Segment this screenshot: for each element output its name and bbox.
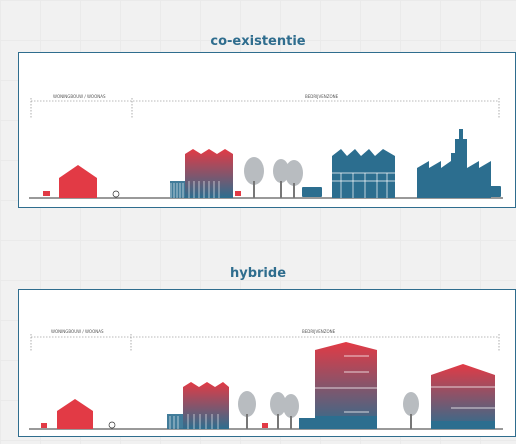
car-icon-3 <box>41 423 47 428</box>
tree-icon-4 <box>238 391 256 429</box>
tree-icon-6 <box>283 394 299 429</box>
tree-icon-7 <box>403 392 419 429</box>
panel-title-coexistentie: co-existentie <box>210 34 306 49</box>
tree-icon-3 <box>285 160 303 198</box>
mixed-sawtooth-building-icon-2 <box>167 382 229 429</box>
hybride-panel: WONINGBOUW / WOONAS BEDRIJVENZONE <box>18 289 516 437</box>
zone-label-residential-2: WONINGBOUW / WOONAS <box>51 329 104 334</box>
coexistentie-panel: WONINGBOUW / WOONAS BEDRIJVENZONE <box>18 52 516 208</box>
car-icon-4 <box>262 423 268 428</box>
tree-icon <box>244 157 264 198</box>
tree-icon-5 <box>270 392 286 429</box>
coexistentie-diagram: WONINGBOUW / WOONAS BEDRIJVENZONE <box>29 94 503 199</box>
hybride-diagram: WONINGBOUW / WOONAS BEDRIJVENZONE <box>29 329 503 430</box>
heavy-industry-icon <box>417 129 501 198</box>
red-house-icon-2 <box>57 399 93 429</box>
blue-sawtooth-factory-icon <box>332 149 395 198</box>
gradient-block-icon <box>431 364 495 429</box>
mixed-sawtooth-building-icon <box>170 149 233 198</box>
zone-label-residential: WONINGBOUW / WOONAS <box>53 94 106 99</box>
bike-icon-2 <box>108 421 116 429</box>
car-icon <box>43 191 50 196</box>
red-house-icon <box>59 165 97 198</box>
tree-icon-2 <box>273 159 289 198</box>
van-icon <box>302 187 322 197</box>
zone-label-industrial-2: BEDRIJVENZONE <box>302 329 336 334</box>
zone-dimension-lines-2 <box>30 334 500 352</box>
bike-icon <box>112 190 120 198</box>
car-icon-2 <box>235 191 241 196</box>
zone-dimension-lines <box>30 98 500 118</box>
panel-title-hybride: hybride <box>229 266 287 281</box>
hybrid-tower-icon <box>299 342 377 429</box>
zone-label-industrial: BEDRIJVENZONE <box>305 94 339 99</box>
